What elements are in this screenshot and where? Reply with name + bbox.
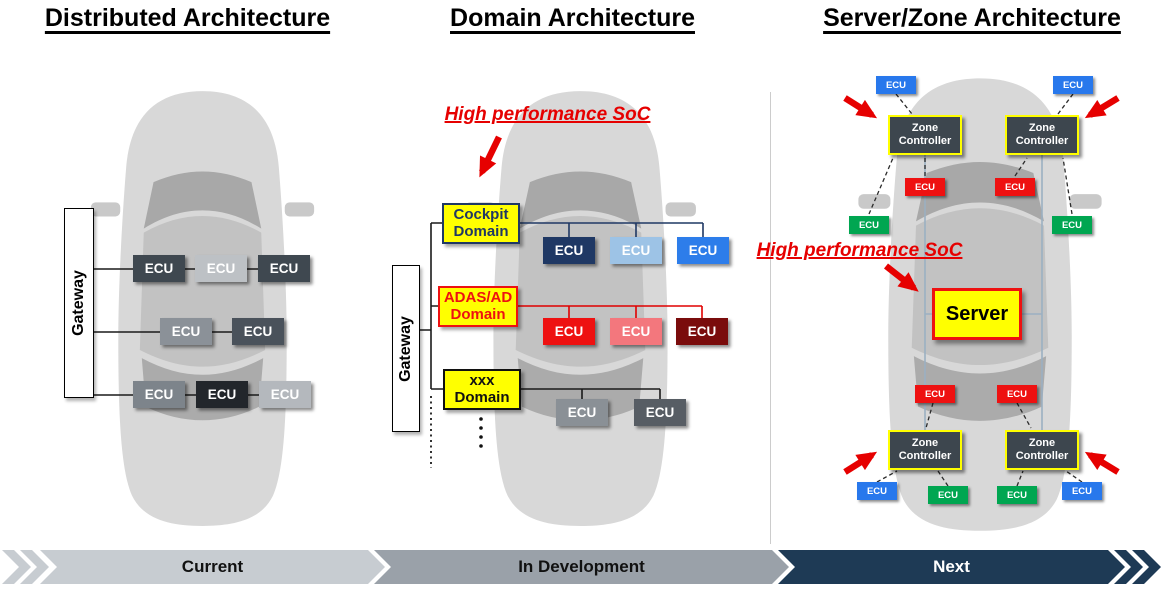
ecu-box: ECU	[676, 318, 728, 345]
ecu-box: ECU	[556, 399, 608, 426]
zone-controller-box: Zone Controller	[888, 115, 962, 155]
domain-box-adas-ad: ADAS/AD Domain	[438, 286, 518, 327]
ecu-box: ECU	[195, 255, 247, 282]
stage-segment-in-development	[374, 550, 789, 584]
stage-label-next: Next	[933, 557, 970, 576]
stage-label-in-development: In Development	[518, 557, 645, 576]
panel-divider	[770, 92, 771, 544]
ecu-box: ECU	[133, 381, 185, 408]
ecu-box: ECU	[995, 178, 1035, 196]
ecu-box: ECU	[160, 318, 212, 345]
bus-lines	[420, 222, 704, 468]
panel-title: Domain Architecture	[450, 4, 695, 32]
chevron-icon	[1114, 550, 1143, 584]
zone-controller-box: Zone Controller	[1005, 115, 1079, 155]
ecu-box: ECU	[543, 237, 595, 264]
ecu-box: ECU	[677, 237, 729, 264]
ecu-box: ECU	[857, 482, 897, 500]
ecu-box: ECU	[915, 385, 955, 403]
panel-title: Server/Zone Architecture	[823, 4, 1121, 32]
ecu-box: ECU	[610, 318, 662, 345]
panel-server-zone: Server/Zone Architecture High performanc…	[757, 0, 1174, 548]
gateway-box: Gateway	[64, 208, 94, 398]
ecu-box: ECU	[876, 76, 916, 94]
ecu-box: ECU	[196, 381, 248, 408]
red-arrows-icon	[843, 95, 1120, 475]
ecu-box: ECU	[610, 237, 662, 264]
domain-box-cockpit: Cockpit Domain	[442, 203, 520, 244]
ecu-box: ECU	[1062, 482, 1102, 500]
stage-segment-next	[778, 550, 1125, 584]
ecu-box: ECU	[259, 381, 311, 408]
continuation-dots-icon	[479, 417, 483, 448]
timeline: Current In Development Next	[0, 548, 1174, 586]
ecu-box: ECU	[634, 399, 686, 426]
gateway-label: Gateway	[70, 270, 87, 336]
gateway-box: Gateway	[392, 265, 420, 432]
chevron-icon	[2, 550, 31, 584]
annotation-high-performance-soc: High performance SoC	[756, 240, 963, 261]
bus-lines	[94, 268, 285, 396]
ecu-box: ECU	[258, 255, 310, 282]
zone-controller-box: Zone Controller	[1005, 430, 1079, 470]
timeline-band	[2, 550, 1161, 584]
ecu-box: ECU	[1052, 216, 1092, 234]
ecu-box: ECU	[997, 385, 1037, 403]
panel-domain: Domain Architecture High performance SoC	[375, 0, 770, 548]
annotation-high-performance-soc: High performance SoC	[444, 104, 651, 125]
ecu-box: ECU	[849, 216, 889, 234]
ecu-box: ECU	[905, 178, 945, 196]
chevron-icon	[20, 550, 49, 584]
ecu-box: ECU	[1053, 76, 1093, 94]
chevron-icon	[1132, 550, 1161, 584]
domain-box-xxx: xxx Domain	[443, 369, 521, 410]
zone-controller-box: Zone Controller	[888, 430, 962, 470]
server-box: Server	[932, 288, 1022, 340]
ecu-box: ECU	[543, 318, 595, 345]
ecu-box: ECU	[997, 486, 1037, 504]
panel-title: Distributed Architecture	[44, 4, 331, 32]
stage-label-current: Current	[181, 557, 244, 576]
ecu-box: ECU	[232, 318, 284, 345]
red-arrow-icon	[479, 135, 502, 178]
stage-segment-current	[40, 550, 385, 584]
panel-distributed: Distributed Architecture Gateway ECU ECU…	[0, 0, 375, 548]
ecu-box: ECU	[928, 486, 968, 504]
ecu-box: ECU	[133, 255, 185, 282]
